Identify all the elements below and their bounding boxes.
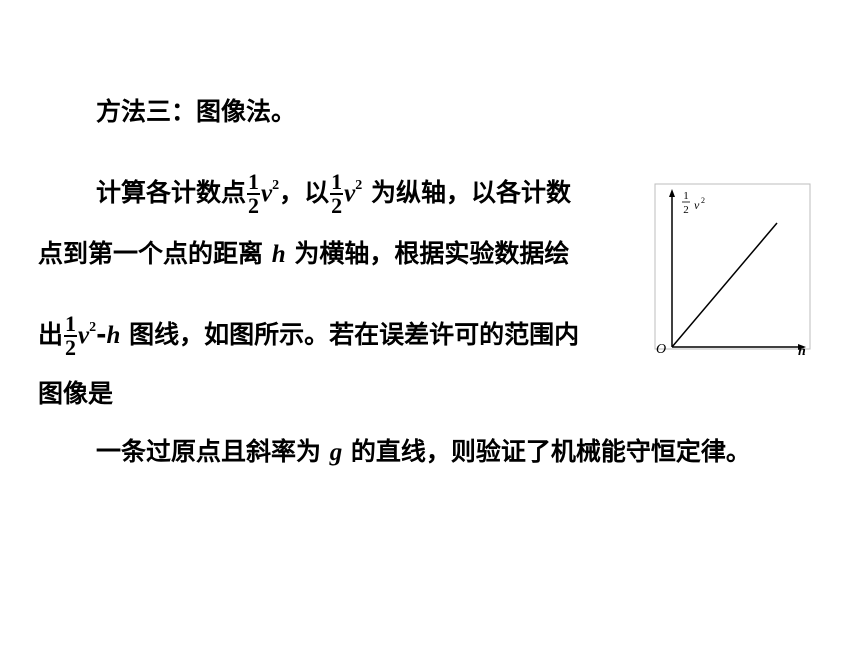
fraction-denominator: 2: [248, 193, 260, 218]
text-line-2: 点到第一个点的距离 h 为横轴，根据实验数据绘: [38, 238, 569, 271]
fraction-denominator: 2: [331, 193, 343, 218]
variable-v: v: [78, 322, 90, 349]
variable-v: v: [344, 180, 356, 207]
text-segment: 为纵轴，以各计数: [362, 178, 571, 207]
exponent: 2: [89, 320, 97, 335]
text-line-4: 图像是: [38, 378, 113, 410]
y-label-exponent: 2: [701, 196, 705, 205]
text-segment: -: [96, 320, 107, 349]
text-segment: 一条过原点且斜率为: [96, 437, 330, 466]
proportional-line: [671, 222, 778, 348]
figure-frame: [654, 183, 811, 350]
y-axis-arrow: [669, 189, 675, 197]
x-axis-arrow: [798, 344, 806, 350]
fraction-denominator: 2: [65, 335, 77, 360]
origin-label: O: [656, 342, 666, 357]
y-label-variable: v: [694, 198, 700, 212]
text-segment: ，以: [279, 178, 330, 207]
variable-h: h: [271, 241, 286, 268]
text-segment: 图像是: [38, 379, 114, 408]
variable-v: v: [261, 180, 273, 207]
text-segment: 的直线，则验证了机械能守恒定律。: [342, 437, 751, 466]
exponent: 2: [272, 178, 280, 193]
text-segment: 点到第一个点的距离: [38, 239, 272, 268]
text-segment: 计算各计数点: [96, 178, 247, 207]
y-label-denominator: 2: [683, 204, 689, 216]
fraction-numerator: 1: [64, 311, 78, 337]
text-segment: 为横轴，根据实验数据绘: [285, 239, 570, 268]
heading-text: 方法三：图像法。: [96, 97, 297, 126]
fraction-numerator: 1: [330, 169, 344, 195]
graph-figure: 1 2 v 2 h O: [654, 183, 811, 358]
variable-g: g: [329, 439, 343, 466]
fraction-numerator: 1: [247, 169, 261, 195]
text-segment: 图线，如图所示。若在误差许可的范围内: [120, 320, 580, 349]
heading: 方法三：图像法。: [96, 96, 296, 128]
text-line-5: 一条过原点且斜率为 g 的直线，则验证了机械能守恒定律。: [96, 436, 751, 469]
exponent: 2: [355, 178, 363, 193]
x-label: h: [798, 344, 806, 358]
text-segment: 出: [38, 320, 64, 349]
variable-h: h: [106, 322, 121, 349]
y-label-numerator: 1: [683, 190, 689, 202]
